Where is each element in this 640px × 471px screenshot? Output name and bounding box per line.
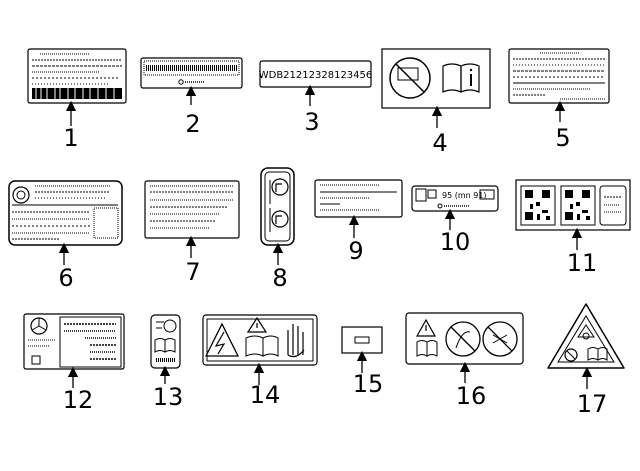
prohibition-icon xyxy=(564,348,578,362)
callout-16: 16 xyxy=(456,382,487,410)
part-14-warning-label[interactable]: 14 xyxy=(202,314,318,409)
part-3-vin-label[interactable]: WDB21212328123456 3 xyxy=(259,60,373,136)
warning-icon xyxy=(246,316,268,333)
warning-icon xyxy=(415,318,437,337)
callout-1: 1 xyxy=(63,124,78,152)
prohibition-icon xyxy=(389,57,431,99)
fuel-pump-icon xyxy=(415,188,427,202)
logo-icon xyxy=(12,186,30,204)
callout-15: 15 xyxy=(353,370,384,398)
callout-5: 5 xyxy=(555,124,570,152)
part-1-label[interactable]: 1 xyxy=(27,48,127,152)
part-17-warning-label[interactable]: 17 xyxy=(547,303,625,418)
part-8-label[interactable]: 8 xyxy=(260,167,295,292)
callout-7: 7 xyxy=(185,258,200,286)
qr-code-icon xyxy=(525,190,550,220)
prohibition-icon xyxy=(482,321,518,357)
part-4-warning-label[interactable]: 4 xyxy=(381,48,491,157)
part-11-qr-label[interactable]: 11 xyxy=(515,179,631,277)
part-2-label[interactable]: 2 xyxy=(140,57,243,138)
vin-text: WDB21212328123456 xyxy=(259,70,373,81)
high-voltage-icon xyxy=(204,322,240,357)
callout-14: 14 xyxy=(250,381,281,409)
fuel-octane-text: 95 (mn 91) xyxy=(442,191,487,200)
callout-4: 4 xyxy=(432,129,447,157)
callout-2: 2 xyxy=(185,110,200,138)
prohibition-icon xyxy=(445,321,481,357)
part-5-label[interactable]: 5 xyxy=(508,48,610,152)
part-12-label[interactable]: 12 xyxy=(23,313,125,414)
manual-book-icon xyxy=(442,63,480,93)
part-7-label[interactable]: 7 xyxy=(144,180,240,286)
callout-3: 3 xyxy=(304,108,319,136)
callout-13: 13 xyxy=(153,383,184,411)
callout-8: 8 xyxy=(272,264,287,292)
callout-17: 17 xyxy=(577,390,608,418)
part-6-label[interactable]: 6 xyxy=(8,180,123,292)
callout-10: 10 xyxy=(440,228,471,256)
part-15-label[interactable]: 15 xyxy=(341,326,384,398)
callout-9: 9 xyxy=(348,237,363,265)
part-9-label[interactable]: 9 xyxy=(314,179,403,265)
hand-icon xyxy=(287,324,305,358)
callout-11: 11 xyxy=(567,249,598,277)
callout-6: 6 xyxy=(58,264,73,292)
part-13-label[interactable]: 13 xyxy=(150,314,184,411)
part-16-warning-label[interactable]: 16 xyxy=(405,312,524,410)
callout-12: 12 xyxy=(63,386,94,414)
part-10-fuel-label[interactable]: 95 (mn 91) 10 xyxy=(411,185,499,256)
